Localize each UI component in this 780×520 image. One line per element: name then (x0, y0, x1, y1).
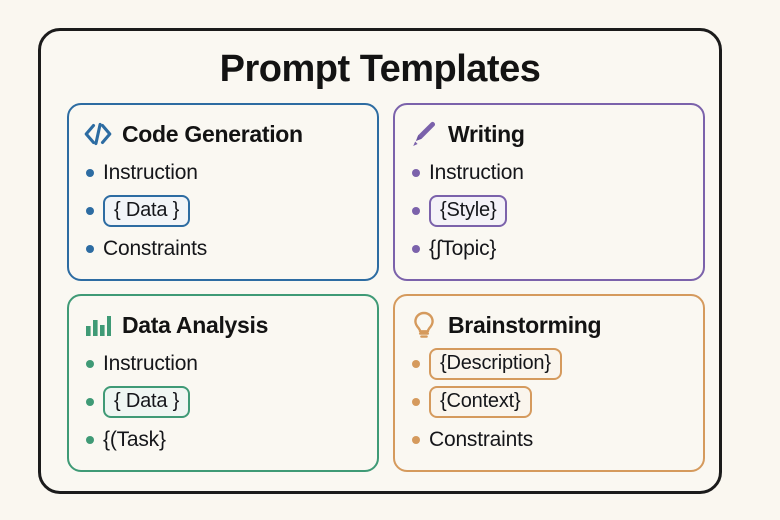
card-item-list: Instruction { Data } {(Task} (83, 345, 363, 459)
variable-chip[interactable]: { Data } (103, 195, 191, 227)
card-title: Brainstorming (448, 311, 602, 338)
bullet-icon (86, 169, 94, 177)
item-label: Constraints (103, 237, 208, 260)
bar-chart-icon (83, 310, 113, 340)
bullet-icon (86, 360, 94, 368)
lightbulb-icon (409, 310, 439, 340)
pencil-marker-icon (409, 119, 439, 149)
list-item[interactable]: Instruction (409, 154, 689, 192)
variable-chip[interactable]: { Data } (103, 386, 191, 418)
card-brainstorming[interactable]: Brainstorming {Description} {Context} Co… (393, 294, 705, 472)
variable-chip[interactable]: {Description} (429, 348, 562, 380)
list-item[interactable]: Constraints (83, 230, 363, 268)
item-label: Instruction (103, 161, 198, 184)
card-item-list: Instruction { Data } Constraints (83, 154, 363, 268)
list-item[interactable]: { Data } (83, 383, 363, 421)
card-writing[interactable]: Writing Instruction {Style} {∫Topic} (393, 103, 705, 281)
bullet-icon (412, 169, 420, 177)
card-item-list: {Description} {Context} Constraints (409, 345, 689, 459)
page-title: Prompt Templates (219, 48, 541, 90)
list-item[interactable]: {Style} (409, 192, 689, 230)
bullet-icon (86, 436, 94, 444)
list-item[interactable]: {Context} (409, 383, 689, 421)
diagram-frame: Prompt Templates Code Generation Instruc… (38, 28, 722, 494)
card-header: Writing (409, 116, 689, 152)
variable-chip[interactable]: {Style} (429, 195, 508, 227)
item-label: {∫Topic} (429, 237, 497, 260)
bullet-icon (86, 207, 94, 215)
bullet-icon (412, 207, 420, 215)
bullet-icon (412, 245, 420, 253)
card-item-list: Instruction {Style} {∫Topic} (409, 154, 689, 268)
item-label: Constraints (429, 428, 534, 451)
code-brackets-icon (83, 119, 113, 149)
card-title: Writing (448, 120, 525, 147)
bullet-icon (86, 245, 94, 253)
variable-chip[interactable]: {Context} (429, 386, 532, 418)
list-item[interactable]: Instruction (83, 154, 363, 192)
list-item[interactable]: Constraints (409, 421, 689, 459)
list-item[interactable]: {∫Topic} (409, 230, 689, 268)
card-header: Code Generation (83, 116, 363, 152)
item-label: Instruction (429, 161, 524, 184)
item-label: {(Task} (103, 428, 166, 451)
card-code-generation[interactable]: Code Generation Instruction { Data } Con… (67, 103, 379, 281)
template-card-grid: Code Generation Instruction { Data } Con… (67, 103, 705, 472)
card-header: Brainstorming (409, 307, 689, 343)
card-data-analysis[interactable]: Data Analysis Instruction { Data } {(Tas… (67, 294, 379, 472)
bullet-icon (86, 398, 94, 406)
card-title: Data Analysis (122, 311, 269, 338)
bullet-icon (412, 398, 420, 406)
list-item[interactable]: {Description} (409, 345, 689, 383)
item-label: Instruction (103, 352, 198, 375)
bullet-icon (412, 360, 420, 368)
card-header: Data Analysis (83, 307, 363, 343)
bullet-icon (412, 436, 420, 444)
list-item[interactable]: {(Task} (83, 421, 363, 459)
card-title: Code Generation (122, 120, 303, 147)
list-item[interactable]: { Data } (83, 192, 363, 230)
list-item[interactable]: Instruction (83, 345, 363, 383)
